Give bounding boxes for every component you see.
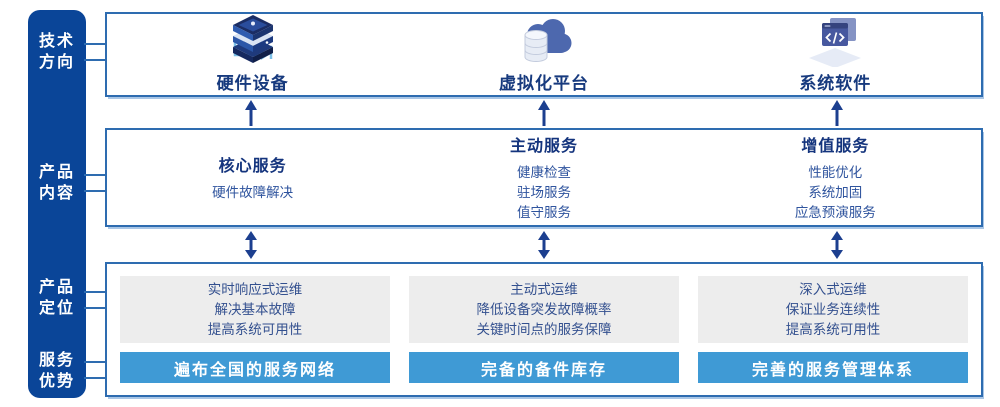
double-arrow-icon: [830, 231, 843, 259]
advantage-bar: 完备的备件库存: [409, 352, 679, 383]
double-arrow-icon: [245, 231, 258, 259]
sidebar-label-tech-direction: 技术 方向: [38, 33, 75, 71]
arrows-content-to-tech: [105, 100, 983, 126]
service-column-value-added: 增值服务 性能优化 系统加固 应急预演服务: [690, 130, 981, 225]
positioning-column-deep: 深入式运维 保证业务连续性 提高系统可用性 完善的服务管理体系: [698, 276, 968, 383]
sidebar-label-service-advantage: 服务 优势: [38, 352, 75, 390]
connector-line: [84, 291, 107, 293]
positioning-points: 主动式运维 降低设备突发故障概率 关键时间点的服务保障: [409, 276, 679, 343]
tech-item-hardware: 硬件设备: [107, 15, 398, 94]
tech-item-label: 系统软件: [799, 74, 872, 93]
cloud-database-icon: [524, 19, 572, 62]
double-arrow-icon: [538, 231, 550, 259]
positioning-column-realtime: 实时响应式运维 解决基本故障 提高系统可用性 遍布全国的服务网络: [120, 276, 390, 383]
connector-line: [84, 174, 107, 176]
positioning-column-proactive: 主动式运维 降低设备突发故障概率 关键时间点的服务保障 完备的备件库存: [409, 276, 679, 383]
category-sidebar: 技术 方向 产品 内容 产品 定位 服务 优势: [28, 10, 86, 398]
up-arrow-icon: [538, 100, 550, 126]
service-column-items: 硬件故障解决: [212, 185, 294, 200]
positioning-points: 深入式运维 保证业务连续性 提高系统可用性: [698, 276, 968, 343]
sidebar-label-product-positioning: 产品 定位: [38, 279, 75, 317]
tech-item-label: 硬件设备: [216, 74, 289, 93]
product-positioning-box: 实时响应式运维 解决基本故障 提高系统可用性 遍布全国的服务网络 主动式运维 降…: [105, 262, 983, 397]
connector-line: [84, 59, 107, 61]
service-column-items: 健康检查 驻场服务 值守服务: [516, 165, 571, 220]
service-column-title: 核心服务: [218, 158, 287, 175]
advantage-bar: 完善的服务管理体系: [698, 352, 968, 383]
advantage-bar: 遍布全国的服务网络: [120, 352, 390, 383]
connector-line: [84, 361, 107, 363]
up-arrow-icon: [245, 100, 258, 126]
connector-line: [84, 190, 107, 192]
service-column-title: 增值服务: [801, 138, 870, 155]
tech-direction-box: 硬件设备 虚拟化平台: [105, 12, 983, 97]
up-arrow-icon: [830, 100, 843, 126]
service-column-items: 性能优化 系统加固 应急预演服务: [794, 165, 876, 220]
sidebar-label-product-content: 产品 内容: [38, 164, 75, 202]
connector-line: [84, 43, 107, 45]
positioning-points: 实时响应式运维 解决基本故障 提高系统可用性: [120, 276, 390, 343]
code-window-icon: [809, 18, 862, 67]
connector-line: [84, 307, 107, 309]
tech-item-label: 虚拟化平台: [498, 74, 589, 93]
service-column-title: 主动服务: [509, 138, 578, 155]
arrows-content-to-positioning: [105, 231, 983, 259]
tech-item-virtualization: 虚拟化平台: [398, 15, 689, 94]
connector-line: [84, 377, 107, 379]
service-column-core: 核心服务 硬件故障解决: [107, 130, 398, 225]
server-stack-icon: [232, 15, 273, 63]
service-column-proactive: 主动服务 健康检查 驻场服务 值守服务: [398, 130, 689, 225]
tech-item-system-software: 系统软件: [690, 15, 981, 94]
product-content-box: 核心服务 硬件故障解决 主动服务 健康检查 驻场服务 值守服务 增值服务 性能优…: [105, 128, 983, 227]
